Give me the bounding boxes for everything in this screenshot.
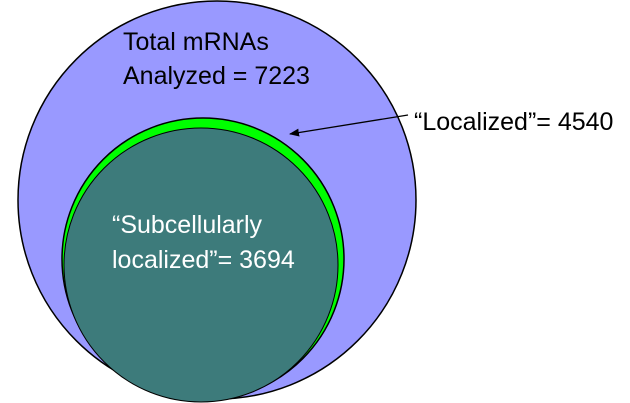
total-label-line2: Analyzed = 7223 xyxy=(123,62,310,90)
subcellularly-localized-circle xyxy=(63,127,339,403)
subcellular-label-line2: localized”= 3694 xyxy=(112,246,295,274)
localized-label: “Localized”= 4540 xyxy=(414,108,613,136)
total-label-line1: Total mRNAs xyxy=(123,28,269,56)
subcellular-label-line1: “Subcellularly xyxy=(112,211,263,239)
localized-pointer-arrow xyxy=(289,114,409,137)
